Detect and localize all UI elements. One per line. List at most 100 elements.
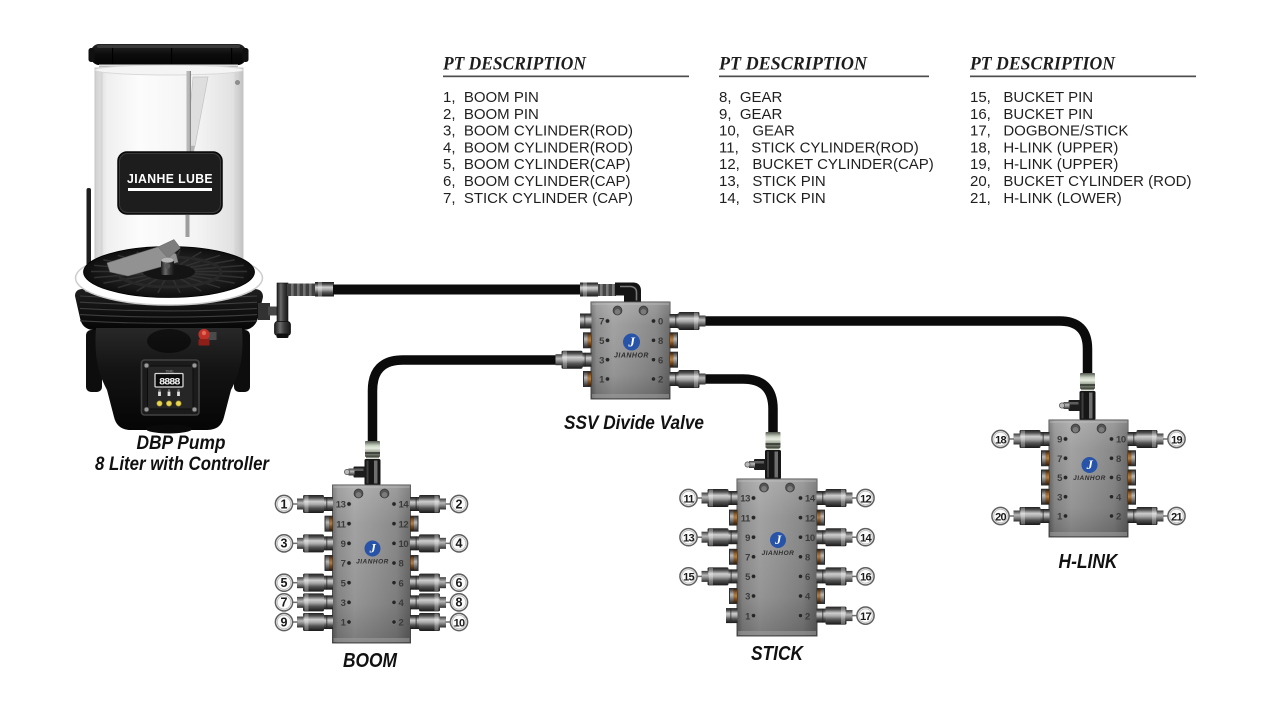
svg-text:9, GEAR: 9, GEAR xyxy=(719,106,783,123)
svg-text:8: 8 xyxy=(456,596,463,610)
svg-text:J: J xyxy=(627,334,635,349)
svg-text:8, GEAR: 8, GEAR xyxy=(719,89,783,106)
svg-text:11, STICK CYLINDER(ROD): 11, STICK CYLINDER(ROD) xyxy=(719,139,919,156)
svg-text:3, BOOM CYLINDER(ROD): 3, BOOM CYLINDER(ROD) xyxy=(443,123,633,140)
svg-text:20: 20 xyxy=(995,511,1006,523)
svg-text:9: 9 xyxy=(1057,435,1062,446)
svg-text:J: J xyxy=(774,533,782,547)
svg-text:4: 4 xyxy=(805,592,811,603)
svg-text:17, DOGBONE/STICK: 17, DOGBONE/STICK xyxy=(970,123,1128,140)
svg-text:7: 7 xyxy=(599,317,604,328)
svg-text:17: 17 xyxy=(860,611,871,623)
svg-text:5: 5 xyxy=(281,576,288,590)
svg-text:20, BUCKET CYLINDER (ROD): 20, BUCKET CYLINDER (ROD) xyxy=(970,173,1191,190)
svg-text:6: 6 xyxy=(399,578,404,589)
svg-text:BOOM: BOOM xyxy=(343,650,398,672)
svg-text:10: 10 xyxy=(454,617,465,629)
svg-text:13: 13 xyxy=(740,494,750,505)
svg-text:4, BOOM CYLINDER(ROD): 4, BOOM CYLINDER(ROD) xyxy=(443,139,633,156)
svg-text:H-LINK: H-LINK xyxy=(1059,551,1119,573)
svg-text:12, BUCKET CYLINDER(CAP): 12, BUCKET CYLINDER(CAP) xyxy=(719,156,934,173)
svg-text:9: 9 xyxy=(281,615,288,629)
svg-text:8: 8 xyxy=(1116,454,1121,465)
svg-text:7: 7 xyxy=(341,559,346,570)
svg-text:21, H-LINK (LOWER): 21, H-LINK (LOWER) xyxy=(970,190,1122,207)
svg-text:JIANHOR: JIANHOR xyxy=(1073,475,1106,482)
svg-text:2, BOOM PIN: 2, BOOM PIN xyxy=(443,106,539,123)
svg-text:10: 10 xyxy=(805,533,815,544)
svg-text:12: 12 xyxy=(860,493,871,505)
svg-text:10: 10 xyxy=(399,539,409,550)
svg-text:8888: 8888 xyxy=(159,376,180,388)
svg-text:1: 1 xyxy=(745,611,751,622)
svg-text:3: 3 xyxy=(341,598,346,609)
svg-text:PT DESCRIPTION: PT DESCRIPTION xyxy=(442,54,587,75)
svg-text:14: 14 xyxy=(860,533,872,545)
svg-text:4: 4 xyxy=(1116,492,1122,503)
svg-text:2: 2 xyxy=(399,618,404,629)
svg-text:6: 6 xyxy=(805,572,810,583)
svg-text:7, STICK CYLINDER (CAP): 7, STICK CYLINDER (CAP) xyxy=(443,190,633,207)
svg-text:11: 11 xyxy=(336,519,346,530)
svg-text:4: 4 xyxy=(399,598,405,609)
svg-text:18, H-LINK (UPPER): 18, H-LINK (UPPER) xyxy=(970,139,1118,156)
svg-text:19: 19 xyxy=(1171,434,1182,446)
svg-text:21: 21 xyxy=(1171,511,1182,523)
svg-text:3: 3 xyxy=(745,592,750,603)
svg-text:0: 0 xyxy=(658,317,663,328)
svg-text:PT DESCRIPTION: PT DESCRIPTION xyxy=(718,54,868,75)
svg-text:13: 13 xyxy=(336,500,346,511)
svg-text:2: 2 xyxy=(805,611,810,622)
svg-text:JIANHOR: JIANHOR xyxy=(762,550,795,557)
svg-text:2: 2 xyxy=(1116,512,1121,523)
svg-text:JIANHE LUBE: JIANHE LUBE xyxy=(127,172,213,186)
svg-text:5: 5 xyxy=(745,572,751,583)
svg-text:3: 3 xyxy=(1057,492,1062,503)
svg-text:15: 15 xyxy=(683,572,694,584)
svg-text:2: 2 xyxy=(658,375,663,386)
svg-text:10: 10 xyxy=(1116,435,1126,446)
svg-text:14: 14 xyxy=(805,494,816,505)
svg-text:11: 11 xyxy=(683,493,694,505)
svg-text:14, STICK PIN: 14, STICK PIN xyxy=(719,190,826,207)
svg-text:4: 4 xyxy=(456,537,463,551)
svg-text:7: 7 xyxy=(281,596,288,610)
svg-text:TIME: TIME xyxy=(165,369,174,373)
svg-text:1: 1 xyxy=(1057,512,1063,523)
svg-text:8 Liter with Controller: 8 Liter with Controller xyxy=(95,454,270,475)
svg-text:11: 11 xyxy=(741,513,751,524)
svg-text:6: 6 xyxy=(1116,473,1121,484)
svg-text:3: 3 xyxy=(599,355,604,366)
svg-text:DBP Pump: DBP Pump xyxy=(137,433,226,454)
svg-text:6, BOOM CYLINDER(CAP): 6, BOOM CYLINDER(CAP) xyxy=(443,173,631,190)
svg-text:5: 5 xyxy=(1057,473,1063,484)
svg-text:1: 1 xyxy=(341,618,347,629)
svg-text:13, STICK PIN: 13, STICK PIN xyxy=(719,173,826,190)
svg-text:6: 6 xyxy=(658,355,663,366)
svg-text:SSV Divide Valve: SSV Divide Valve xyxy=(564,413,704,434)
svg-text:12: 12 xyxy=(399,519,409,530)
svg-text:16, BUCKET PIN: 16, BUCKET PIN xyxy=(970,106,1093,123)
svg-text:J: J xyxy=(1086,458,1094,472)
svg-text:PT DESCRIPTION: PT DESCRIPTION xyxy=(969,54,1116,75)
svg-text:14: 14 xyxy=(399,500,410,511)
svg-text:1, BOOM PIN: 1, BOOM PIN xyxy=(443,89,539,106)
svg-text:19, H-LINK (UPPER): 19, H-LINK (UPPER) xyxy=(970,156,1118,173)
svg-text:16: 16 xyxy=(860,572,871,584)
svg-text:3: 3 xyxy=(281,537,288,551)
svg-text:9: 9 xyxy=(341,539,346,550)
svg-text:JIANHOR: JIANHOR xyxy=(614,353,649,360)
svg-text:8: 8 xyxy=(805,553,810,564)
svg-text:18: 18 xyxy=(995,434,1006,446)
svg-text:7: 7 xyxy=(745,553,750,564)
svg-text:10, GEAR: 10, GEAR xyxy=(719,123,795,140)
svg-text:1: 1 xyxy=(281,497,288,511)
svg-text:5: 5 xyxy=(599,336,605,347)
svg-text:2: 2 xyxy=(456,497,463,511)
svg-text:1: 1 xyxy=(599,375,605,386)
svg-text:5, BOOM CYLINDER(CAP): 5, BOOM CYLINDER(CAP) xyxy=(443,156,631,173)
svg-text:7: 7 xyxy=(1057,454,1062,465)
svg-text:15, BUCKET PIN: 15, BUCKET PIN xyxy=(970,89,1093,106)
svg-text:12: 12 xyxy=(805,513,815,524)
svg-text:J: J xyxy=(369,542,377,556)
